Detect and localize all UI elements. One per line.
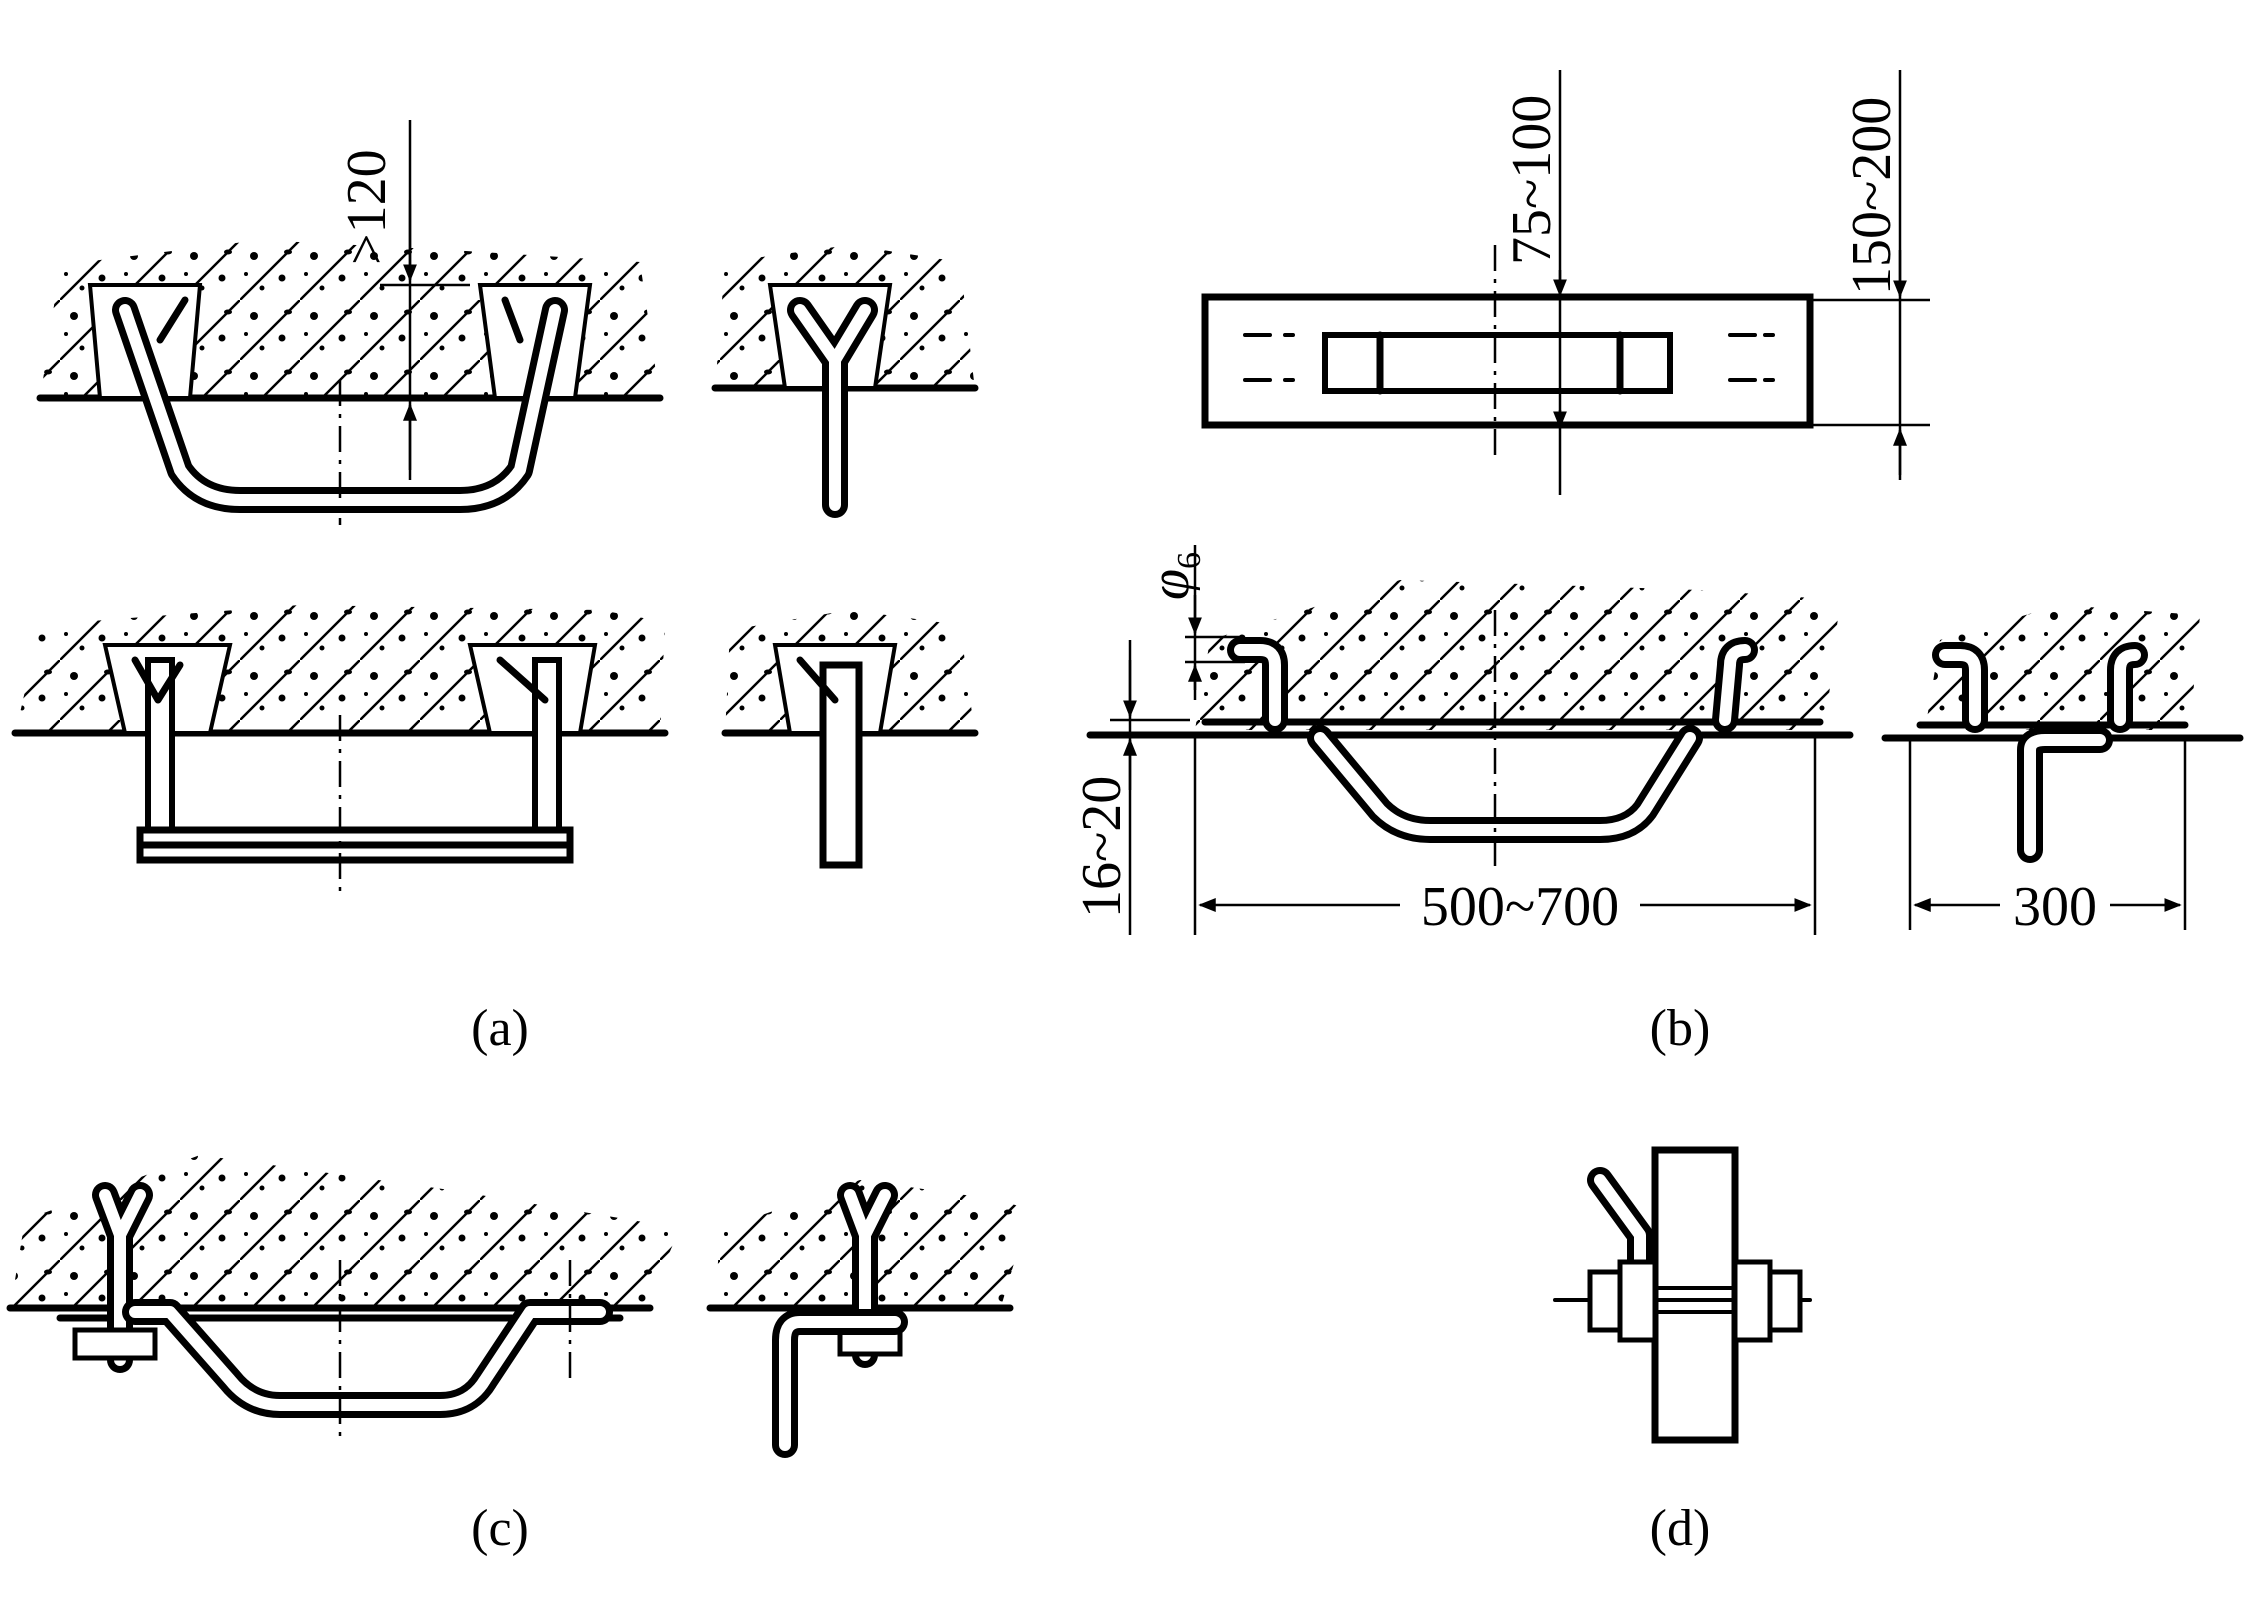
caption-d: (d) [1650,1500,1711,1557]
washer [1617,1259,1658,1343]
dimension-span-long: 500~700 [1421,876,1619,938]
detail-b-elevation: 500~700 16~20 φ6 [1071,545,1854,938]
caption-a: (a) [471,1000,529,1057]
dimension-plate-width-small: 75~100 [1501,95,1563,265]
steel-member [1651,1146,1739,1444]
detail-a-bottom-right [721,610,979,869]
dimension-clearance: 16~20 [1071,776,1133,918]
detail-b-side-elevation: 300 [1881,605,2244,938]
concrete-slab [1195,580,1840,730]
dimension-rod-diameter: φ6 [1139,552,1208,600]
detail-d-bolted-connection [1553,1146,1812,1444]
detail-c-left [6,1155,680,1440]
nut [1587,1269,1623,1333]
caption-b: (b) [1650,1000,1711,1057]
l-hanger-rod [2017,727,2113,863]
anchor-holes [1243,333,1775,382]
detail-c-right [706,1180,1030,1458]
detail-b-plate-plan: 75~100 150~200 [1201,70,1930,495]
detail-a-top-left: >120 [36,120,664,525]
dimension-embed-depth: >120 [336,149,398,265]
base-plate [1201,293,1814,429]
nut [72,1327,158,1361]
dimension-plate-width-large: 150~200 [1841,97,1903,295]
dimension-span-short: 300 [2013,876,2097,938]
concrete-slab [10,1155,680,1310]
detail-a-bottom-left [11,605,669,895]
nut [1767,1269,1803,1333]
caption-c: (c) [471,1500,529,1557]
detail-a-top-right [711,245,979,518]
washer [1732,1259,1773,1343]
